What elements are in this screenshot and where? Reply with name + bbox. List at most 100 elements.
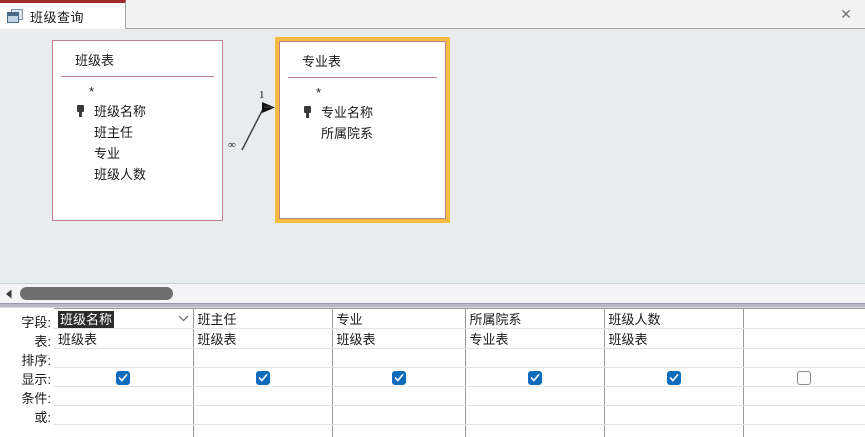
qbe-cell-criteria-2[interactable] (332, 386, 466, 406)
qbe-field-value-3: 所属院系 (469, 312, 522, 327)
qbe-table-row: 班级表 班级表 班级表 专业表 班级表 (54, 328, 865, 349)
qbe-cell-extra-4[interactable] (604, 424, 744, 437)
field-label: 专业 (94, 146, 121, 161)
qbe-cell-table-4[interactable]: 班级表 (604, 328, 744, 349)
qbe-cell-sort-5[interactable] (743, 348, 865, 368)
qbe-cell-criteria-5[interactable] (743, 386, 865, 406)
qbe-cell-show-0[interactable] (54, 367, 194, 387)
qbe-cell-sort-4[interactable] (604, 348, 744, 368)
show-checkbox-1[interactable] (255, 370, 270, 385)
field-label: 班级名称 (94, 104, 147, 119)
qbe-cell-or-3[interactable] (465, 405, 605, 425)
chevron-down-icon[interactable] (177, 312, 190, 325)
qbe-cell-show-4[interactable] (604, 367, 744, 387)
qbe-cell-show-2[interactable] (332, 367, 466, 387)
qbe-cell-or-4[interactable] (604, 405, 744, 425)
qbe-cell-extra-5[interactable] (743, 424, 865, 437)
qbe-cell-extra-1[interactable] (193, 424, 333, 437)
qbe-cell-or-5[interactable] (743, 405, 865, 425)
field-asterisk[interactable]: * (89, 84, 95, 99)
qbe-cell-criteria-4[interactable] (604, 386, 744, 406)
row-header-field: 字段: (21, 315, 51, 330)
qbe-cell-show-1[interactable] (193, 367, 333, 387)
pane-splitter[interactable] (0, 303, 865, 308)
qbe-field-row: 班级名称 班主任 专业 所属院系 班级人数 (54, 308, 865, 329)
qbe-cell-show-3[interactable] (465, 367, 605, 387)
qbe-cell-table-2[interactable]: 班级表 (332, 328, 466, 349)
qbe-cell-table-3[interactable]: 专业表 (465, 328, 605, 349)
qbe-cell-or-1[interactable] (193, 405, 333, 425)
scroll-left-arrow-icon[interactable] (2, 287, 16, 301)
row-header-show: 显示: (21, 372, 51, 387)
qbe-cell-criteria-0[interactable] (54, 386, 194, 406)
tab-strip-empty-area (125, 0, 865, 28)
qbe-cell-field-3[interactable]: 所属院系 (465, 308, 605, 329)
field-label: 专业名称 (321, 105, 374, 120)
qbe-field-value-2: 专业 (336, 312, 363, 327)
qbe-cell-or-2[interactable] (332, 405, 466, 425)
qbe-cell-sort-0[interactable] (54, 348, 194, 368)
field-label: 班级人数 (94, 167, 147, 182)
row-header-criteria: 条件: (21, 391, 51, 406)
document-tab-strip: 班级查询 ✕ (0, 0, 865, 29)
field-row[interactable]: 所属院系 (280, 122, 445, 143)
qbe-cell-table-0[interactable]: 班级表 (54, 328, 194, 349)
qbe-cell-table-5[interactable] (743, 328, 865, 349)
join-one-side-label: 1 (259, 89, 265, 101)
query-diagram-pane[interactable]: ∞ 1 班级表 * 班级名称 班主任 专业 班级人数 专业表 (0, 29, 865, 283)
table-box-zhuanyebiao[interactable]: 专业表 * 专业名称 所属院系 (275, 37, 450, 223)
qbe-cell-table-1[interactable]: 班级表 (193, 328, 333, 349)
horizontal-scroll-thumb[interactable] (20, 287, 173, 300)
field-row[interactable]: 班级名称 (53, 100, 222, 121)
primary-key-icon (298, 105, 316, 118)
qbe-table-value-3: 专业表 (469, 332, 509, 347)
show-checkbox-5[interactable] (797, 370, 811, 385)
qbe-cell-sort-1[interactable] (193, 348, 333, 368)
table-title: 专业表 (288, 42, 437, 78)
qbe-criteria-row (54, 386, 865, 406)
qbe-field-value-0: 班级名称 (58, 311, 115, 328)
horizontal-scroll-track[interactable] (17, 286, 862, 302)
qbe-cell-sort-3[interactable] (465, 348, 605, 368)
qbe-cell-field-1[interactable]: 班主任 (193, 308, 333, 329)
show-checkbox-3[interactable] (527, 370, 542, 385)
qbe-cell-field-0[interactable]: 班级名称 (54, 308, 194, 329)
field-row[interactable]: 班主任 (53, 121, 222, 142)
show-checkbox-4[interactable] (666, 370, 681, 385)
field-label: 班主任 (94, 125, 134, 140)
tab-ban-ji-cha-xun[interactable]: 班级查询 (0, 0, 126, 29)
qbe-show-row (54, 367, 865, 387)
qbe-cell-criteria-3[interactable] (465, 386, 605, 406)
join-many-side-label: ∞ (228, 139, 236, 151)
horizontal-scrollbar[interactable] (0, 283, 865, 303)
show-checkbox-0[interactable] (116, 370, 131, 385)
qbe-cell-or-0[interactable] (54, 405, 194, 425)
query-design-grid[interactable]: 字段: 表: 排序: 显示: 条件: 或: 班级名称 (0, 308, 865, 437)
qbe-cell-field-5[interactable] (743, 308, 865, 329)
primary-key-icon (71, 104, 89, 117)
qbe-cell-extra-0[interactable] (54, 424, 194, 437)
qbe-or-row (54, 405, 865, 425)
row-header-table: 表: (34, 334, 51, 349)
qbe-cell-criteria-1[interactable] (193, 386, 333, 406)
qbe-field-value-1: 班主任 (197, 312, 237, 327)
field-row[interactable]: 专业名称 (280, 101, 445, 122)
qbe-cell-field-4[interactable]: 班级人数 (604, 308, 744, 329)
field-list: * 班级名称 班主任 专业 班级人数 (53, 77, 222, 184)
qbe-cell-extra-3[interactable] (465, 424, 605, 437)
close-icon[interactable]: ✕ (840, 6, 852, 22)
qbe-table-value-2: 班级表 (336, 332, 376, 347)
row-header-sort: 排序: (21, 353, 51, 368)
field-asterisk[interactable]: * (316, 85, 322, 100)
table-box-banjibiao[interactable]: 班级表 * 班级名称 班主任 专业 班级人数 (52, 40, 223, 221)
qbe-field-value-4: 班级人数 (608, 312, 661, 327)
qbe-cell-extra-2[interactable] (332, 424, 466, 437)
qbe-cell-show-5[interactable] (743, 367, 865, 387)
show-checkbox-2[interactable] (391, 370, 406, 385)
field-row[interactable]: 专业 (53, 142, 222, 163)
qbe-cell-sort-2[interactable] (332, 348, 466, 368)
tab-label: 班级查询 (30, 9, 85, 25)
qbe-cell-field-2[interactable]: 专业 (332, 308, 466, 329)
field-row[interactable]: 班级人数 (53, 163, 222, 184)
query-design-icon (7, 8, 24, 24)
